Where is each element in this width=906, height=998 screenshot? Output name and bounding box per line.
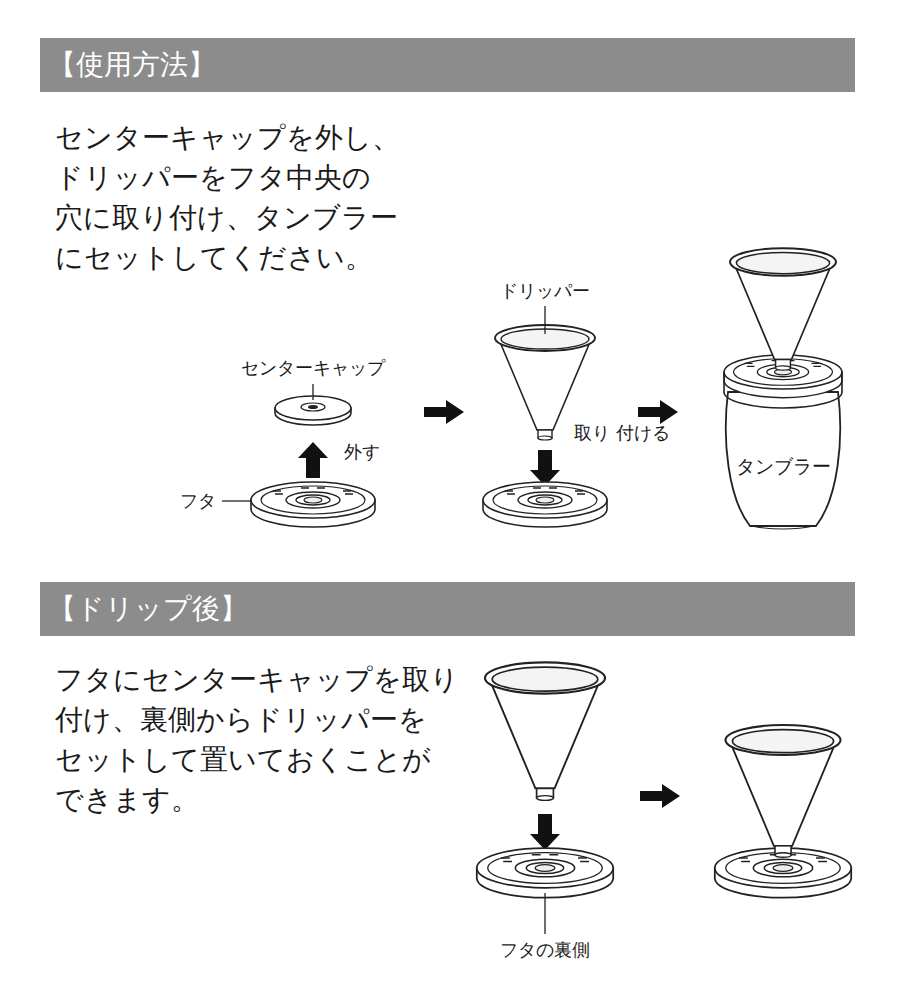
- action-label: 外す: [344, 440, 380, 464]
- dripper-figure: [726, 725, 841, 857]
- leader-line: [222, 500, 252, 501]
- instruction-text: センターキャップを外し、 ドリッパーをフタ中央の 穴に取り付け、タンブラー にセ…: [55, 118, 515, 278]
- dripper-figure: [485, 662, 605, 800]
- down-arrow: [530, 450, 560, 486]
- leader-line: [544, 306, 545, 334]
- part-name: フタ: [180, 489, 216, 513]
- up-arrow: [298, 442, 328, 478]
- dripper-figure: [730, 248, 836, 370]
- action-label: 取り 付ける: [574, 421, 670, 444]
- part-name: フタの裏側: [500, 938, 590, 962]
- down-arrow: [530, 814, 560, 850]
- leader-line: [544, 893, 545, 934]
- tumbler-figure: [726, 392, 840, 526]
- section-band: 【ドリップ後】: [40, 582, 855, 636]
- lid-underside-figure: [477, 848, 613, 898]
- cap-figure: [275, 396, 351, 425]
- leader-line: [312, 384, 313, 400]
- part-name: タンブラー: [736, 454, 831, 478]
- step-arrow: [424, 400, 464, 424]
- lid-figure: [251, 482, 375, 527]
- lid-figure: [483, 482, 607, 527]
- section-band: 【使用方法】: [40, 38, 855, 92]
- section-heading: 【使用方法】: [48, 46, 216, 84]
- part-name: センターキャップ: [241, 356, 385, 380]
- step-arrow: [638, 400, 678, 424]
- instruction-text: フタにセンターキャップを取り 付け、裏側からドリッパーを セットして置いておくこ…: [55, 660, 515, 820]
- section-heading: 【ドリップ後】: [48, 590, 248, 628]
- step-arrow: [640, 784, 680, 808]
- part-name: ドリッパー: [500, 279, 590, 303]
